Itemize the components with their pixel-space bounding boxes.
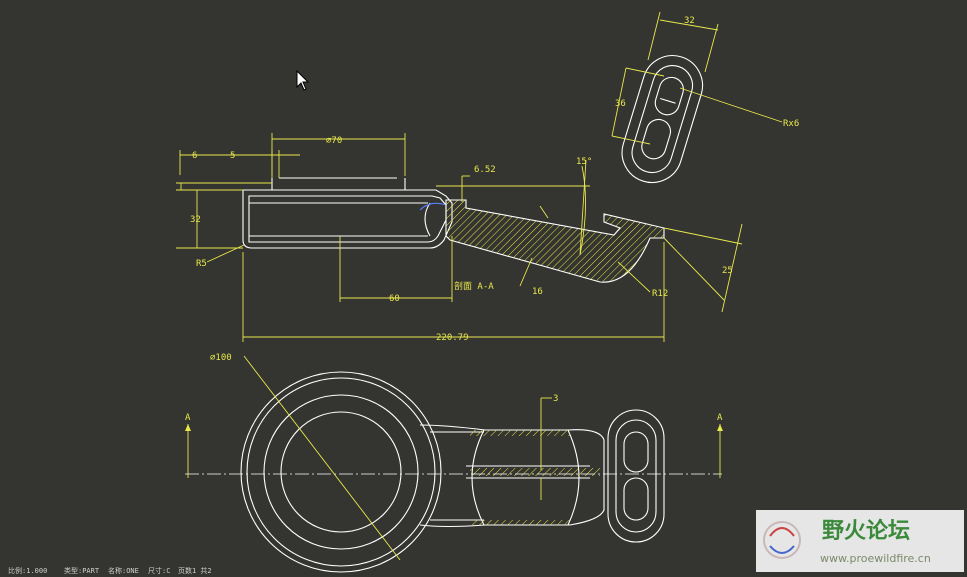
dim-16: 16	[532, 287, 543, 297]
status-type: 类型:PART	[64, 566, 100, 575]
dim-32: 32	[190, 215, 201, 225]
dim-60: 60	[389, 294, 400, 304]
watermark-url: www.proewildfire.cn	[820, 552, 931, 565]
mouse-cursor-icon	[296, 70, 310, 91]
watermark-title: 野火论坛	[822, 518, 910, 544]
status-scale: 比例:1.000	[8, 566, 47, 575]
plan-hatch-bot	[470, 520, 570, 525]
section-label: 剖面 A-A	[454, 280, 494, 292]
dim-5: 5	[230, 151, 235, 161]
status-bar: 比例:1.000 类型:PART 名称:ONE 尺寸:C 页数1 共2	[8, 566, 212, 575]
dim-220-79: 220.79	[436, 333, 469, 343]
section-arm-hatch	[445, 199, 665, 283]
arrow-left-icon	[185, 424, 191, 431]
slot-view	[621, 55, 704, 184]
dim-r12: R12	[652, 289, 668, 299]
status-name: 名称:ONE	[108, 566, 139, 575]
watermark: 野火论坛 www.proewildfire.cn	[756, 510, 964, 572]
dim-dia70: ⌀70	[326, 136, 342, 146]
plan-view	[240, 371, 665, 573]
dim-25: 25	[722, 266, 733, 276]
plan-hatch-top	[470, 430, 570, 436]
plan-hatch-mid	[470, 468, 600, 476]
arrow-right-icon	[717, 424, 723, 431]
dim-rx6: Rx6	[783, 119, 799, 129]
section-mark-left: A	[185, 413, 191, 423]
status-page: 页数1 共2	[178, 566, 212, 575]
section-mark-right: A	[717, 413, 723, 423]
section-view	[242, 177, 453, 249]
watermark-logo-icon	[763, 521, 801, 559]
dimension-lines	[176, 11, 783, 561]
dim-3: 3	[553, 394, 558, 404]
dim-dia100: ⌀100	[210, 353, 232, 363]
dim-angle-15: 15°	[576, 157, 592, 167]
status-size: 尺寸:C	[148, 566, 170, 575]
dim-top-32: 32	[684, 16, 695, 26]
dim-6-52: 6.52	[474, 165, 496, 175]
dim-36: 36	[615, 99, 626, 109]
dim-6: 6	[192, 151, 197, 161]
dim-r5: R5	[196, 259, 207, 269]
